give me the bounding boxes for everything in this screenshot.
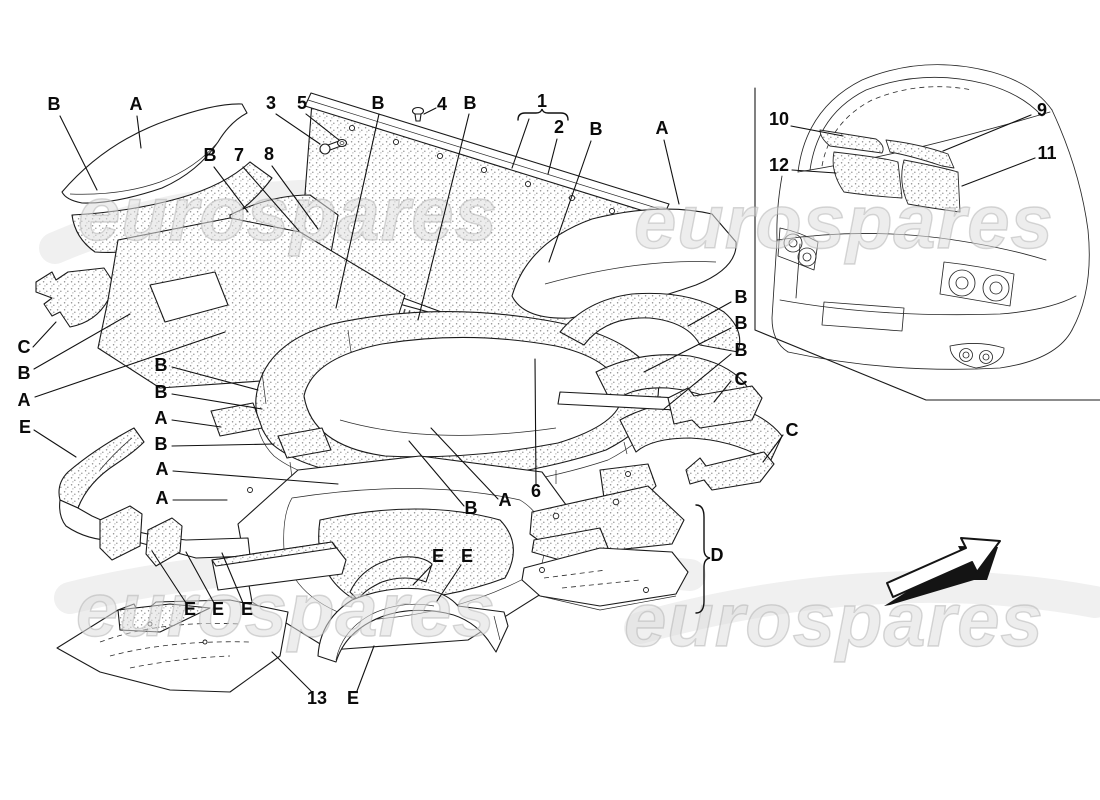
- part-label-a-1: A: [130, 94, 143, 114]
- part-label-b-23: B: [155, 382, 168, 402]
- part-label-a-27: A: [156, 488, 169, 508]
- part-label-b-33: B: [735, 340, 748, 360]
- part-label-8: 8: [264, 144, 274, 164]
- trunk-panel-left: [832, 151, 903, 199]
- clip-panel-c-left: [35, 267, 113, 328]
- part-label-6: 6: [531, 481, 541, 501]
- lid-panel-a-right: [511, 208, 737, 319]
- part-label-a-10: A: [656, 118, 669, 138]
- part-label-b-11: B: [204, 145, 217, 165]
- screw-and-washer-upper: [319, 138, 348, 155]
- part-label-9: 9: [1037, 100, 1047, 120]
- part-label-5: 5: [297, 93, 307, 113]
- lid-insulation-left: [819, 129, 884, 154]
- lid-insulation-right: [885, 139, 955, 169]
- part-label-12: 12: [769, 155, 789, 175]
- arch-piece-e-small: [349, 556, 433, 601]
- part-label-e-39: E: [184, 599, 196, 619]
- part-label-a-20: A: [18, 390, 31, 410]
- sill-strip-piece: [211, 541, 347, 591]
- part-label-b-0: B: [48, 94, 61, 114]
- part-label-c-34: C: [735, 369, 748, 389]
- part-label-e-37: E: [432, 546, 444, 566]
- inset-divider-line: [754, 87, 1100, 401]
- clip-panel-c-mid: [667, 385, 763, 429]
- part-label-11: 11: [1037, 143, 1056, 163]
- panel-stack-d: [521, 463, 689, 611]
- watermark-top-right: eurospares: [634, 180, 1054, 265]
- part-label-3: 3: [266, 93, 276, 113]
- callout-labels: B A 3 5 B 4 B 1 2 B A B 7 8 10 9 12 11 C…: [18, 91, 1057, 708]
- watermark-bottom-left: eurospares: [76, 568, 496, 653]
- part-label-c-18: C: [18, 337, 31, 357]
- part-label-b-31: B: [735, 287, 748, 307]
- part-label-7: 7: [234, 145, 244, 165]
- angle-piece-1: [99, 505, 143, 561]
- part-label-b-32: B: [735, 313, 748, 333]
- trunk-tub-insulation: [255, 311, 661, 495]
- part-label-b-22: B: [155, 355, 168, 375]
- part-label-1: 1: [537, 91, 547, 111]
- part-label-a-26: A: [156, 459, 169, 479]
- part-label-e-41: E: [241, 599, 253, 619]
- part-label-b-6: B: [464, 93, 477, 113]
- part-label-2: 2: [554, 117, 564, 137]
- part-label-10: 10: [769, 109, 789, 129]
- strip-b: [277, 427, 332, 459]
- car-inset: [771, 64, 1090, 370]
- part-label-e-21: E: [19, 417, 31, 437]
- direction-arrow: [884, 537, 1001, 606]
- upper-band-b: [71, 161, 273, 253]
- brace-group-d: [695, 504, 711, 614]
- part-label-4: 4: [437, 94, 447, 114]
- rail-screw-holes: [348, 124, 616, 215]
- part-label-a-29: A: [499, 490, 512, 510]
- part-label-e-43: E: [347, 688, 359, 708]
- fastener-clip: [411, 106, 425, 122]
- part-label-e-40: E: [212, 599, 224, 619]
- lid-panel-a: [61, 103, 248, 204]
- oval-floor-panel: [237, 455, 581, 651]
- part-label-13: 13: [307, 688, 327, 708]
- part-label-b-4: B: [372, 93, 385, 113]
- part-label-b-19: B: [18, 363, 31, 383]
- part-label-e-38: E: [461, 546, 473, 566]
- leader-lines: [32, 107, 1036, 692]
- trunk-panel-right: [901, 159, 961, 213]
- bracket-item-1: [517, 108, 569, 121]
- part-label-a-24: A: [155, 408, 168, 428]
- part-label-b-25: B: [155, 434, 168, 454]
- angle-piece-2: [145, 517, 183, 567]
- clip-panel-c-low: [685, 451, 775, 491]
- part-label-d: D: [711, 545, 724, 565]
- part-label-b-28: B: [465, 498, 478, 518]
- underbody-panel-13: [56, 599, 289, 693]
- watermark-bottom-right: eurospares: [624, 578, 1044, 663]
- watermark-top-left: eurospares: [78, 172, 498, 257]
- part-label-c-35: C: [786, 420, 799, 440]
- arch-piece-e-big: [317, 587, 509, 663]
- part-label-b-9: B: [590, 119, 603, 139]
